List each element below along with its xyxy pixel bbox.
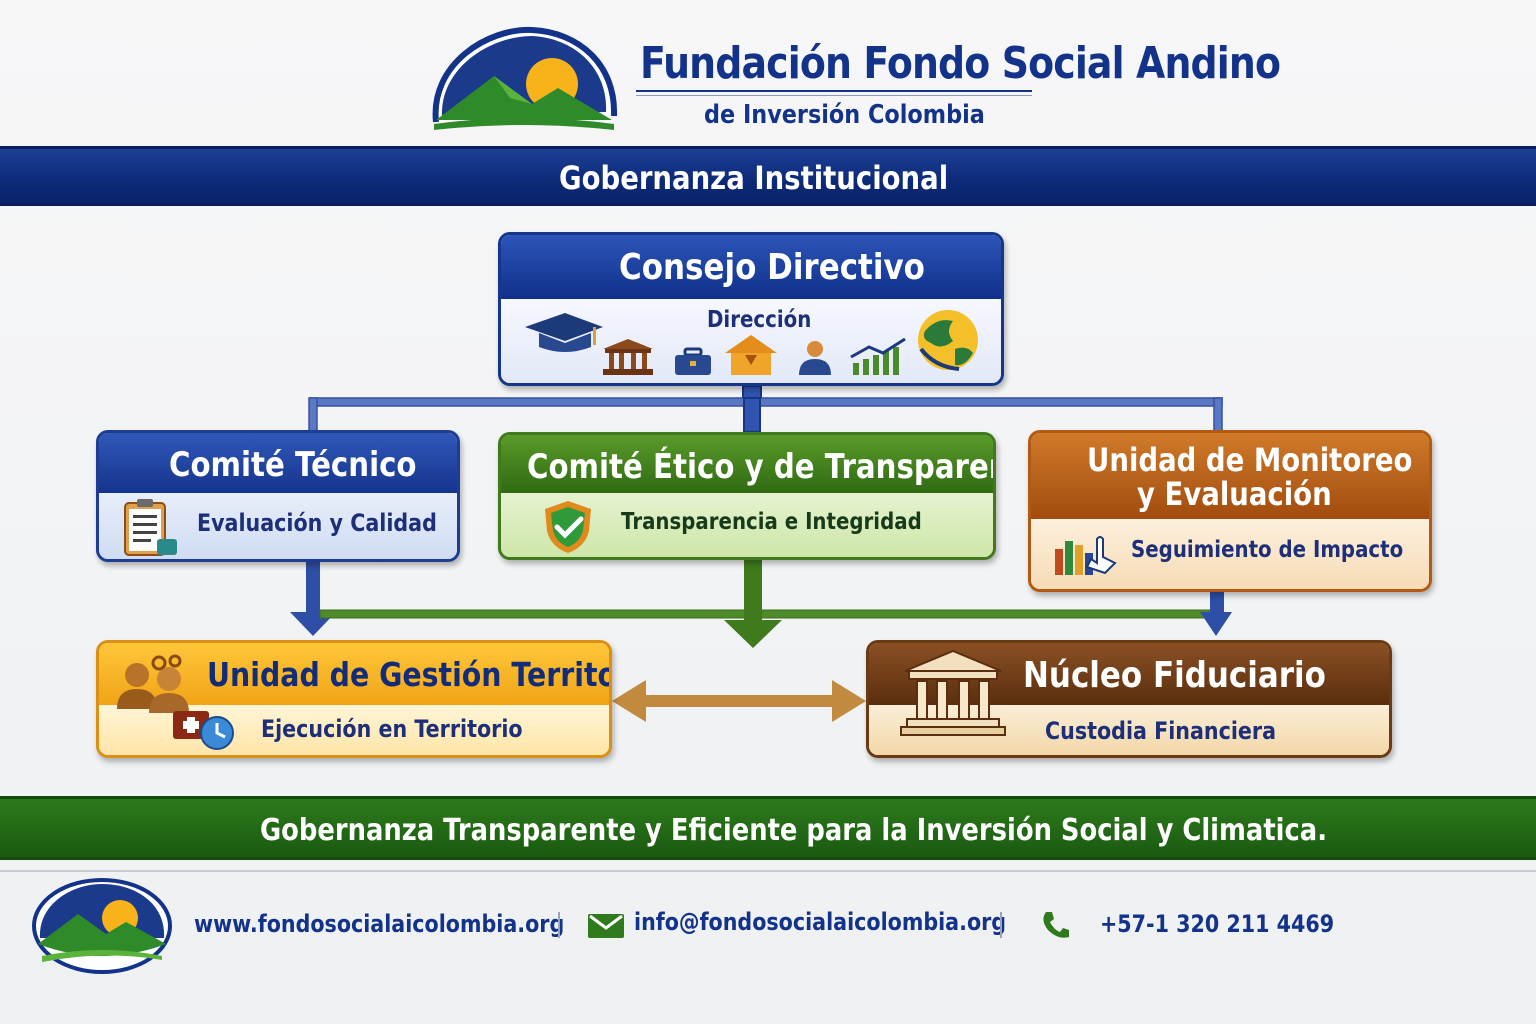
monitoreo-body: Seguimiento de Impacto [1031,519,1429,589]
footer-website-link[interactable]: www.fondosocialaicolombia.org [194,910,565,938]
banner-title: Gobernanza Institucional [559,159,949,197]
etico-body: Transparencia e Integridad [501,493,993,557]
etico-label: Transparencia e Integridad [621,509,922,535]
bottom-connector [319,609,1217,619]
footer-divider [0,870,1536,872]
monitoreo-header: Unidad de Monitoreo y Evaluación [1031,433,1429,519]
footer-separator [1000,912,1002,938]
institution-icon [900,649,1006,736]
monitoreo-down-arrow [1200,592,1232,636]
etico-down-arrow [724,560,782,648]
tecnico-down-arrow [290,562,336,636]
territorial-header: Unidad de Gestión Territorial [99,643,609,705]
territorial-label: Ejecución en Territorio [261,715,523,743]
comite-tecnico-box: Comité Técnico Evaluación y Calidad [96,430,460,562]
tagline: Gobernanza Transparente y Eficiente para… [260,813,1328,848]
footer-phone-link[interactable]: +57-1 320 211 4469 [1100,910,1335,938]
person-icon [799,341,831,375]
tecnico-label: Evaluación y Calidad [197,509,437,537]
monitoreo-label: Seguimiento de Impacto [1131,537,1404,563]
growth-chart-icon [850,337,906,375]
fiduciario-title: Núcleo Fiduciario [1023,655,1326,696]
consejo-header: Consejo Directivo [501,235,1001,299]
shield-check-icon [545,501,591,553]
people-icon [117,654,189,713]
briefcase-icon [675,347,711,375]
mountain-sun-logo-icon [432,26,618,130]
monitoreo-title-line2: y Evaluación [1137,475,1332,513]
etico-header: Comité Ético y de Transparencia [501,435,993,493]
medical-kit-icon [173,711,209,739]
clipboard-icon [124,499,177,556]
phone-icon [1043,912,1069,938]
footer-separator [558,912,560,938]
title-divider [636,90,1032,96]
footer-logo-icon [32,878,172,974]
bar-chart-pointer-icon [1055,536,1117,575]
bank-icon [603,339,653,375]
top-connector [308,385,1223,433]
globe-icon [918,310,978,371]
graduation-cap-icon [525,313,603,352]
organization-title: Fundación Fondo Social Andino [640,38,1281,89]
etico-title: Comité Ético y de Transparencia [527,447,993,487]
organization-subtitle: de Inversión Colombia [704,100,985,130]
comite-etico-box: Comité Ético y de Transparencia Transpar… [498,432,996,560]
unidad-territorial-box: Unidad de Gestión Territorial Ejecución … [96,640,612,758]
house-icon [725,335,777,375]
double-arrow [612,680,866,722]
territorial-title: Unidad de Gestión Territorial [207,655,609,694]
tagline-band: Gobernanza Transparente y Eficiente para… [0,796,1536,860]
nucleo-fiduciario-box: Núcleo Fiduciario Custodia Financiera [866,640,1392,758]
consejo-directivo-box: Consejo Directivo Dirección [498,232,1004,386]
footer-email-link[interactable]: info@fondosocialaicolombia.org [634,908,1007,936]
tecnico-header: Comité Técnico [99,433,457,493]
clock-icon [200,716,234,750]
monitoreo-title-line1: Unidad de Monitoreo [1087,441,1413,479]
tecnico-title: Comité Técnico [169,445,417,485]
envelope-icon [588,914,624,938]
section-banner: Gobernanza Institucional [0,146,1536,206]
fiduciario-label: Custodia Financiera [1045,717,1277,745]
consejo-body: Dirección [501,299,1001,383]
consejo-label: Dirección [707,307,812,333]
tecnico-body: Evaluación y Calidad [99,493,457,559]
unidad-monitoreo-box: Unidad de Monitoreo y Evaluación Seguimi… [1028,430,1432,592]
consejo-title: Consejo Directivo [619,247,925,288]
